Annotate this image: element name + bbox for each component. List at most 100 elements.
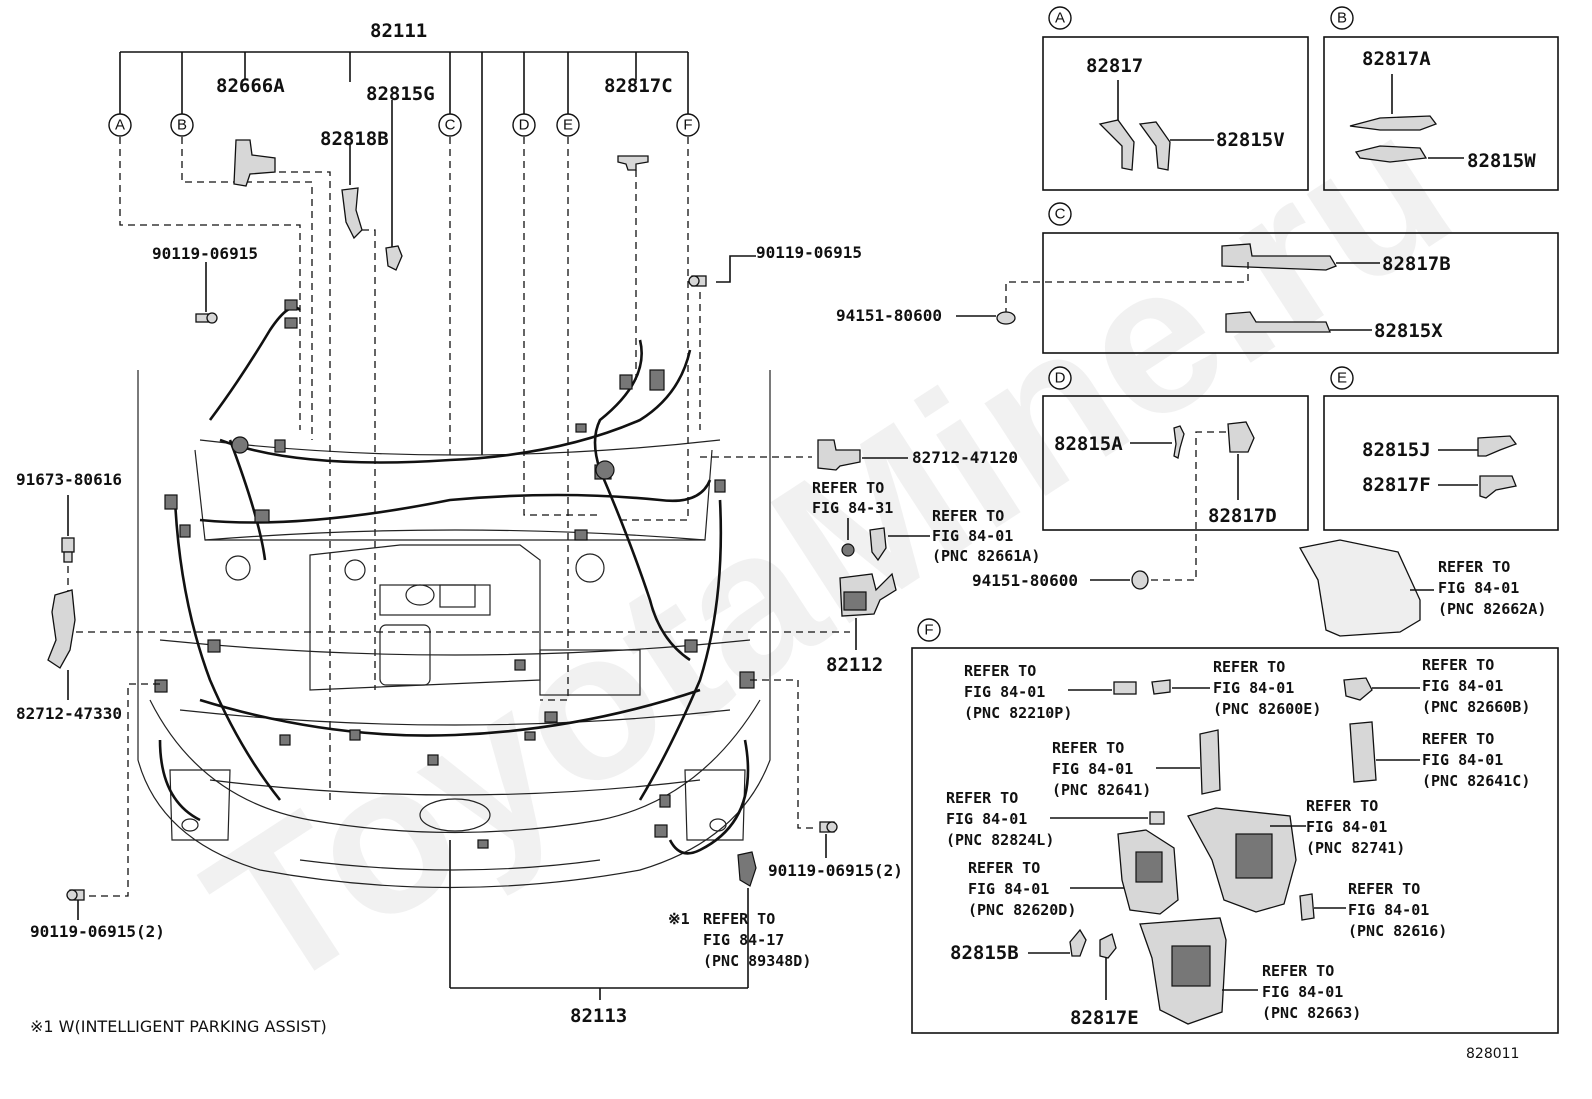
figure-id: 828011 <box>1466 1046 1519 1062</box>
part-82815G: 82815G <box>366 83 435 105</box>
svg-text:REFER TO: REFER TO <box>1213 658 1285 676</box>
svg-text:REFER TO: REFER TO <box>1438 558 1510 576</box>
ref-82663: REFER TO FIG 84-01 (PNC 82663) <box>1139 917 1361 1025</box>
bolt-left-bottom-label: 90119-06915(2) <box>30 922 165 941</box>
svg-text:REFER TO: REFER TO <box>1422 656 1494 674</box>
svg-text:82817A: 82817A <box>1362 48 1431 70</box>
svg-text:REFER TO: REFER TO <box>946 789 1018 807</box>
svg-text:(PNC 82620D): (PNC 82620D) <box>968 901 1076 919</box>
callout-f-main: F <box>676 113 700 137</box>
svg-text:(PNC 82600E): (PNC 82600E) <box>1213 700 1321 718</box>
svg-text:FIG 84-01: FIG 84-01 <box>1306 818 1387 836</box>
svg-text:B: B <box>1337 10 1347 27</box>
detail-box-d: D 82815A 82817D <box>1042 366 1309 590</box>
ref-82210P: REFER TO FIG 84-01 (PNC 82210P) <box>964 662 1137 722</box>
svg-text:FIG 84-01: FIG 84-01 <box>1052 760 1133 778</box>
ref-82616: REFER TO FIG 84-01 (PNC 82616) <box>1299 880 1447 940</box>
svg-text:(PNC 82210P): (PNC 82210P) <box>964 704 1072 722</box>
svg-text:(PNC 82741): (PNC 82741) <box>1306 839 1405 857</box>
svg-text:FIG 84-31: FIG 84-31 <box>812 499 893 517</box>
svg-text:FIG 84-01: FIG 84-01 <box>1213 679 1294 697</box>
svg-text:B: B <box>177 117 187 134</box>
detail-box-c: C 82817B 82815X <box>956 202 1559 354</box>
svg-text:82815B: 82815B <box>950 942 1019 964</box>
svg-text:REFER TO: REFER TO <box>812 479 884 497</box>
watermark: ToyotaMine.ru <box>170 65 1488 1035</box>
ref-82641: REFER TO FIG 84-01 (PNC 82641) <box>1052 729 1221 799</box>
svg-text:FIG 84-01: FIG 84-01 <box>1422 677 1503 695</box>
note-mark: ※1 <box>668 910 690 928</box>
svg-text:REFER TO: REFER TO <box>1306 797 1378 815</box>
svg-text:(PNC 89348D): (PNC 89348D) <box>703 952 811 970</box>
svg-text:D: D <box>1055 370 1066 387</box>
svg-text:(PNC 82662A): (PNC 82662A) <box>1438 600 1546 618</box>
svg-text:FIG 84-01: FIG 84-01 <box>968 880 1049 898</box>
bracket-82712-47330 <box>47 566 850 700</box>
svg-text:A: A <box>115 117 125 134</box>
bolt-left-top <box>195 262 218 324</box>
svg-text:82817B: 82817B <box>1382 253 1451 275</box>
ref-82620D: REFER TO FIG 84-01 (PNC 82620D) <box>968 829 1179 919</box>
ref-82660B: REFER TO FIG 84-01 (PNC 82660B) <box>1343 656 1530 716</box>
part-82712-47120: 82712-47120 <box>912 448 1018 467</box>
svg-text:REFER TO: REFER TO <box>964 662 1036 680</box>
ref-84-31: REFER TO FIG 84-31 <box>812 479 893 557</box>
bolt-right-bottom-label: 90119-06915(2) <box>768 861 903 880</box>
clip-82817C <box>617 155 649 171</box>
svg-text:82815V: 82815V <box>1216 129 1285 151</box>
svg-text:D: D <box>519 117 530 134</box>
bolt-left-top-label: 90119-06915 <box>152 244 258 263</box>
bolt-91673 <box>61 495 75 563</box>
svg-text:REFER TO: REFER TO <box>968 859 1040 877</box>
svg-text:FIG 84-01: FIG 84-01 <box>1422 751 1503 769</box>
svg-text:FIG 84-01: FIG 84-01 <box>946 810 1027 828</box>
svg-text:FIG 84-01: FIG 84-01 <box>1262 983 1343 1001</box>
clip-82666A <box>233 139 276 187</box>
detail-box-a: A 82817 82815V <box>1042 6 1309 191</box>
callout-d-main: D <box>512 113 536 137</box>
bracket-82712-47120 <box>700 439 908 471</box>
svg-text:82817D: 82817D <box>1208 505 1277 527</box>
svg-text:REFER TO: REFER TO <box>1052 739 1124 757</box>
svg-text:E: E <box>1337 370 1347 387</box>
part-82112: 82112 <box>826 654 883 676</box>
relay-block-82112 <box>839 572 897 650</box>
ref-82661A: REFER TO FIG 84-01 (PNC 82661A) <box>869 507 1040 565</box>
svg-text:(PNC 82661A): (PNC 82661A) <box>932 547 1040 565</box>
svg-text:C: C <box>445 117 456 134</box>
main-bracket <box>119 51 689 455</box>
svg-text:(PNC 82660B): (PNC 82660B) <box>1422 698 1530 716</box>
callout-c-main: C <box>438 113 462 137</box>
engine-bay <box>137 299 771 889</box>
svg-text:82815X: 82815X <box>1374 320 1443 342</box>
svg-text:(PNC 82824L): (PNC 82824L) <box>946 831 1054 849</box>
svg-text:FIG 84-01: FIG 84-01 <box>1438 579 1519 597</box>
ref-82741: REFER TO FIG 84-01 (PNC 82741) <box>1187 797 1405 913</box>
part-82113: 82113 <box>570 1005 627 1027</box>
svg-text:REFER TO: REFER TO <box>1348 880 1420 898</box>
svg-text:REFER TO: REFER TO <box>1262 962 1334 980</box>
svg-text:82815W: 82815W <box>1467 150 1536 172</box>
svg-text:82815J: 82815J <box>1362 439 1431 461</box>
svg-text:(PNC 82616): (PNC 82616) <box>1348 922 1447 940</box>
svg-text:REFER TO: REFER TO <box>703 910 775 928</box>
ref-82600E: REFER TO FIG 84-01 (PNC 82600E) <box>1151 658 1321 718</box>
svg-text:ToyotaMine.ru: ToyotaMine.ru <box>170 65 1488 1035</box>
detail-box-b: B 82817A 82815W <box>1323 6 1559 191</box>
detail-box-e: E 82815J 82817F <box>1323 366 1559 531</box>
part-91673-80616: 91673-80616 <box>16 470 122 489</box>
bolt-right-top <box>688 255 756 430</box>
svg-text:REFER TO: REFER TO <box>1422 730 1494 748</box>
part-82712-47330: 82712-47330 <box>16 704 122 723</box>
svg-text:E: E <box>563 117 573 134</box>
callout-b-main: B <box>170 113 194 137</box>
ref-82824L: REFER TO FIG 84-01 (PNC 82824L) <box>946 789 1165 849</box>
clip-c-label: 94151-80600 <box>836 306 942 325</box>
svg-text:C: C <box>1055 206 1066 223</box>
part-82111: 82111 <box>370 20 427 42</box>
svg-text:82817: 82817 <box>1086 55 1143 77</box>
svg-text:(PNC 82663): (PNC 82663) <box>1262 1004 1361 1022</box>
svg-text:F: F <box>924 622 933 639</box>
bolt-right-top-label: 90119-06915 <box>756 243 862 262</box>
